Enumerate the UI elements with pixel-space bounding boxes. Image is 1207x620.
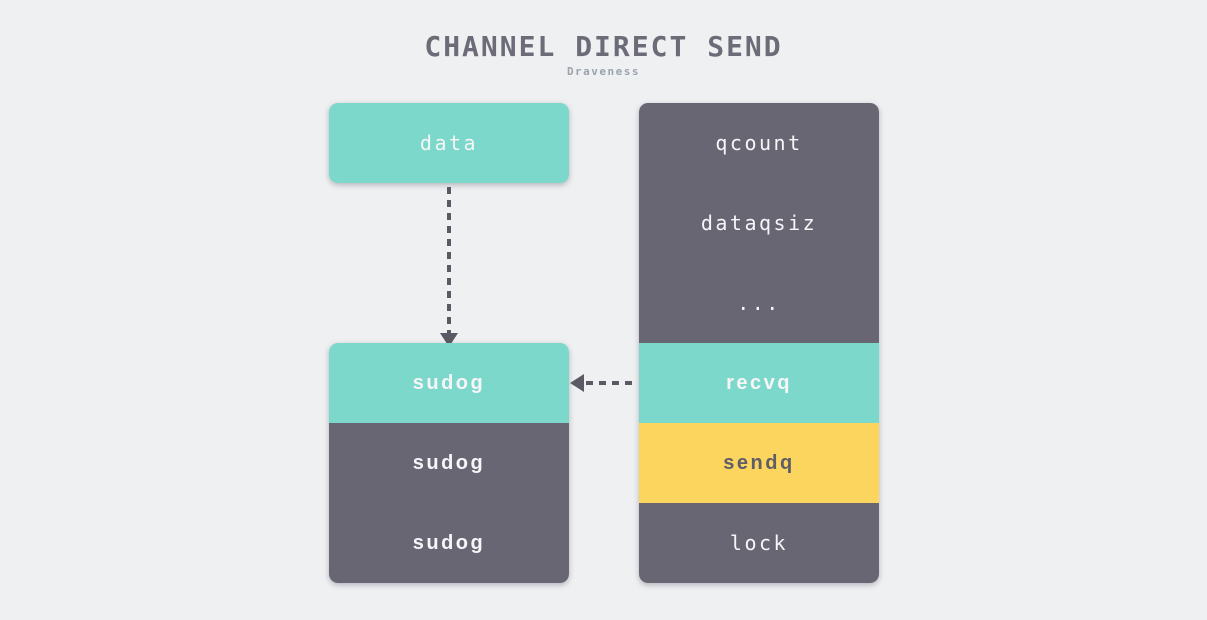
hchan-row-ellipsis: ...	[639, 263, 879, 343]
hchan-row-dataqsiz: dataqsiz	[639, 183, 879, 263]
sudog-row: sudog	[329, 343, 569, 423]
diagram-subtitle: Draveness	[566, 65, 641, 78]
sudog-stack: sudog sudog sudog	[329, 343, 569, 583]
data-to-sudog-arrow-line	[447, 187, 451, 333]
diagram-title: CHANNEL DIRECT SEND	[424, 30, 783, 63]
sudog-row: sudog	[329, 423, 569, 503]
recvq-to-sudog-arrow-head-icon	[570, 374, 584, 392]
data-box: data	[329, 103, 569, 183]
recvq-to-sudog-arrow-line	[586, 381, 637, 385]
hchan-struct: qcount dataqsiz ... recvq sendq lock	[639, 103, 879, 583]
hchan-row-qcount: qcount	[639, 103, 879, 183]
hchan-row-lock: lock	[639, 503, 879, 583]
hchan-row-recvq: recvq	[639, 343, 879, 423]
data-box-label: data	[419, 131, 479, 155]
sudog-row: sudog	[329, 503, 569, 583]
hchan-row-sendq: sendq	[639, 423, 879, 503]
